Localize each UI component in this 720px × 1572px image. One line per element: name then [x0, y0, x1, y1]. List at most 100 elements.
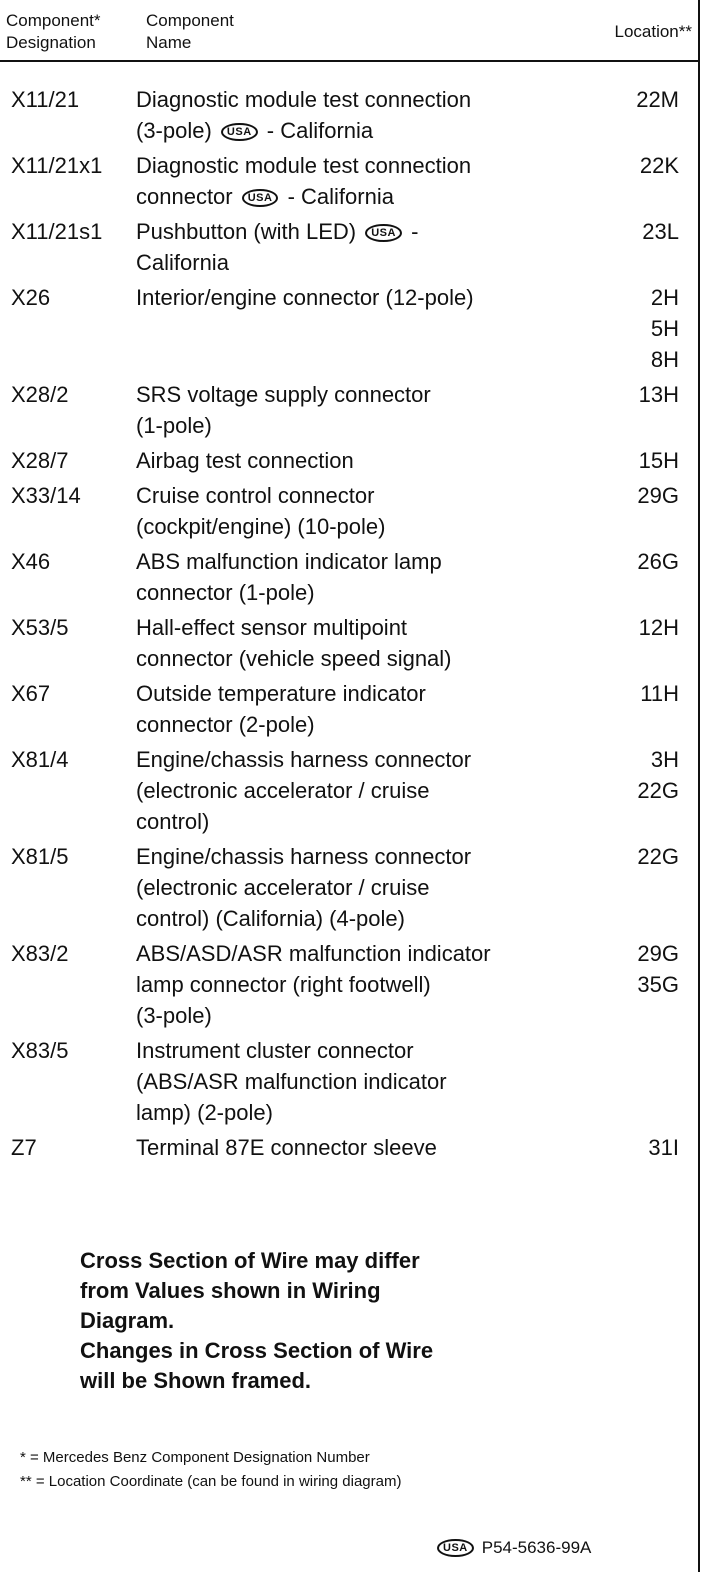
table-row: X46 ABS malfunction indicator lamp connect…	[0, 546, 700, 608]
component-name-line: ABS malfunction indicator lamp	[136, 549, 442, 574]
component-designation: X11/21	[11, 87, 80, 112]
component-name-line: Diagnostic module test connection	[136, 87, 472, 112]
header-name-line1: Component	[146, 11, 234, 30]
location-coordinate: 22G	[637, 844, 679, 869]
footnotes: * = Mercedes Benz Component Designation …	[20, 1446, 401, 1494]
usa-badge-icon: USA	[241, 189, 279, 207]
component-designation: X46	[11, 549, 51, 574]
location-coordinate: 29G	[637, 483, 679, 508]
location-coordinate: 3H	[650, 747, 679, 772]
table-row: X81/4 Engine/chassis harness connector (el…	[0, 744, 700, 837]
component-name-line: Hall-effect sensor multipoint	[136, 615, 408, 640]
table-row: Z7 Terminal 87E connector sleeve 31I	[0, 1132, 700, 1163]
location-coordinate: 22M	[636, 87, 679, 112]
component-name-line: connector (2-pole)	[136, 712, 315, 737]
component-name: Diagnostic module test connection (3-pole…	[131, 84, 601, 146]
component-name-line: Diagnostic module test connection	[136, 153, 472, 178]
component-designation: X83/5	[11, 1038, 69, 1063]
component-name-line: control)	[136, 809, 210, 834]
component-name: Pushbutton (with LED) USA -California	[131, 216, 601, 278]
component-name: Outside temperature indicator connector (…	[131, 678, 601, 740]
location-coordinate: 22K	[639, 153, 679, 178]
component-name-line: Interior/engine connector (12-pole)	[136, 285, 474, 310]
component-name-line: lamp) (2-pole)	[136, 1100, 273, 1125]
component-name: SRS voltage supply connector(1-pole)	[131, 379, 601, 441]
location-coordinate: 35G	[637, 972, 679, 997]
component-location: 23L	[601, 216, 679, 278]
component-name: Cruise control connector (cockpit/engine)…	[131, 480, 601, 542]
component-designation: X67	[11, 681, 51, 706]
notice-line: from Values shown in Wiring	[80, 1278, 381, 1303]
component-name-line: Instrument cluster connector	[136, 1038, 414, 1063]
component-name-line: (electronic accelerator / cruise	[136, 875, 430, 900]
component-name: Airbag test connection	[131, 445, 601, 476]
header-name-line2: Name	[146, 33, 192, 52]
table-row: X83/5 Instrument cluster connector(ABS/AS…	[0, 1035, 700, 1128]
component-designation: X83/2	[11, 941, 69, 966]
component-name: Engine/chassis harness connector (electro…	[131, 841, 601, 934]
component-name-line: Engine/chassis harness connector	[136, 844, 472, 869]
component-location: 29G	[601, 480, 679, 542]
right-border-rule	[698, 0, 700, 1572]
component-name: Instrument cluster connector(ABS/ASR mal…	[131, 1035, 601, 1128]
header-divider	[0, 60, 700, 62]
component-name-line: Engine/chassis harness connector	[136, 747, 472, 772]
table-row: X83/2 ABS/ASD/ASR malfunction indicator la…	[0, 938, 700, 1031]
location-coordinate: 26G	[637, 549, 679, 574]
location-coordinate: 11H	[640, 681, 679, 706]
component-name-line: connector USA - California	[136, 184, 394, 209]
component-designation: X81/5	[11, 844, 69, 869]
location-coordinate: 29G	[637, 941, 679, 966]
component-location: 31I	[601, 1132, 679, 1163]
header-designation: Component* Designation	[6, 10, 101, 54]
component-name: Engine/chassis harness connector (electro…	[131, 744, 601, 837]
component-name: Terminal 87E connector sleeve	[131, 1132, 601, 1163]
wire-notice: Cross Section of Wire may differ from Va…	[80, 1246, 640, 1396]
component-name-line: Cruise control connector	[136, 483, 375, 508]
component-name-line: connector (1-pole)	[136, 580, 315, 605]
component-designation: Z7	[11, 1135, 37, 1160]
component-name-line: lamp connector (right footwell)	[136, 972, 431, 997]
component-location: 11H	[601, 678, 679, 740]
location-coordinate: 5H	[650, 316, 679, 341]
component-name-line: control) (California) (4-pole)	[136, 906, 405, 931]
header-name: Component Name	[146, 10, 234, 54]
component-name-line: connector (vehicle speed signal)	[136, 646, 452, 671]
footnote-designation: * = Mercedes Benz Component Designation …	[20, 1449, 370, 1466]
component-name-line: (3-pole) USA - California	[136, 118, 374, 143]
table-row: X67 Outside temperature indicator connecto…	[0, 678, 700, 740]
header-designation-line2: Designation	[6, 33, 96, 52]
usa-badge-icon: USA	[365, 224, 402, 242]
component-name-line: (cockpit/engine) (10-pole)	[136, 514, 386, 539]
location-coordinate: 15H	[638, 448, 679, 473]
usa-badge-icon: USA	[220, 123, 258, 141]
component-name: Hall-effect sensor multipoint connector (…	[131, 612, 601, 674]
component-name: ABS malfunction indicator lamp connector …	[131, 546, 601, 608]
location-coordinate: 2H	[650, 285, 679, 310]
component-name: Interior/engine connector (12-pole)	[131, 282, 601, 375]
header-location: Location**	[614, 22, 692, 41]
component-designation: X81/4	[11, 747, 69, 772]
component-name-line: ABS/ASD/ASR malfunction indicator	[136, 941, 491, 966]
component-location	[601, 1035, 679, 1128]
component-name-line: (1-pole)	[136, 413, 212, 438]
notice-line: will be Shown framed.	[80, 1368, 312, 1393]
header-designation-line1: Component*	[6, 11, 101, 30]
component-name: ABS/ASD/ASR malfunction indicator lamp co…	[131, 938, 601, 1031]
component-name-line: (electronic accelerator / cruise	[136, 778, 430, 803]
component-location: 22K	[601, 150, 679, 212]
table-row: X81/5 Engine/chassis harness connector (el…	[0, 841, 700, 934]
location-coordinate: 31I	[648, 1135, 679, 1160]
component-location: 22G	[601, 841, 679, 934]
notice-line: Cross Section of Wire may differ	[80, 1248, 420, 1273]
component-name-line: Outside temperature indicator	[136, 681, 426, 706]
component-location: 26G	[601, 546, 679, 608]
